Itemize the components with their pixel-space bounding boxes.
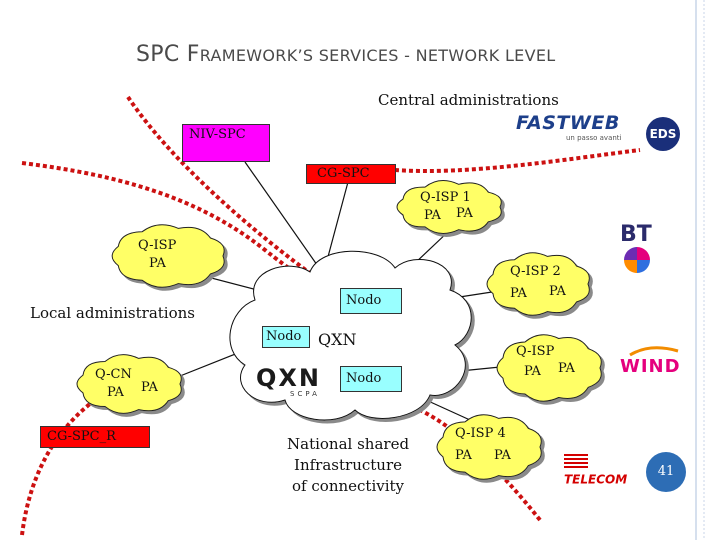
telecom-stripes-icon [564, 453, 588, 468]
qisp1-cloud [396, 180, 502, 234]
central-admin-label: Central administrations [378, 91, 559, 109]
qisp1-pa-2: PA [456, 206, 473, 221]
qxn-label: QXN [318, 330, 357, 349]
link-niv-qxn [244, 161, 323, 273]
national-infra-label: National shared Infrastructure of connec… [287, 434, 409, 497]
dashed-link-4 [20, 388, 112, 536]
qisp1-name: Q-ISP 1 [420, 190, 471, 205]
dashed-link-1 [126, 95, 324, 284]
fastweb-logo: FASTWEB un passo avanti [516, 112, 626, 152]
wind-logo: WIND [620, 345, 688, 379]
qcn-cloud [76, 354, 182, 414]
qisp2-pa-1: PA [510, 286, 527, 301]
wind-logo-text: WIND [620, 356, 681, 377]
qcn-name: Q-CN [95, 367, 132, 382]
eds-logo: EDS [646, 117, 680, 151]
bt-logo: BT [620, 222, 686, 273]
qisp4-pa-2: PA [494, 448, 511, 463]
cg-spc-r-label: CG-SPC_R [47, 429, 116, 444]
qxn-cloud [229, 250, 472, 421]
qisp2-name: Q-ISP 2 [510, 264, 561, 279]
qxn-node-1-label: Nodo [266, 329, 302, 344]
qxn-logo-sub: SCPA [290, 390, 320, 398]
dashed-link-5 [419, 408, 542, 522]
fastweb-logo-sub: un passo avanti [566, 134, 622, 142]
local-admin-label: Local administrations [30, 304, 195, 322]
qisp2-pa-2: PA [549, 284, 566, 299]
qisp2-cloud [486, 252, 590, 316]
qisp-left-pa: PA [149, 256, 166, 271]
national-line-3: of connectivity [292, 477, 405, 495]
link-cg-qxn [324, 181, 349, 269]
qisp4-pa-1: PA [455, 448, 472, 463]
niv-spc-box: NIV-SPC [182, 124, 270, 162]
qisp-right-cloud [496, 334, 602, 402]
qxn-node-2: Nodo [340, 288, 402, 314]
qisp4-cloud [436, 414, 542, 480]
bt-globe-icon [624, 247, 650, 273]
national-line-2: Infrastructure [294, 456, 402, 474]
qcn-pa-1: PA [107, 385, 124, 400]
qxn-node-3: Nodo [340, 366, 402, 392]
qxn-logo-text: QXN [256, 364, 321, 392]
page-title: SPC FRAMEWORK’S SERVICES - NETWORK LEVEL [136, 42, 556, 67]
qisp-right-pa-2: PA [558, 361, 575, 376]
wind-swoosh-icon [629, 346, 679, 357]
cg-spc-r-box: CG-SPC_R [40, 426, 150, 448]
qisp-left-name: Q-ISP [138, 238, 177, 253]
qxn-node-1: Nodo [262, 326, 310, 348]
telecom-logo: TELECOM [564, 450, 654, 487]
qisp-right-name: Q-ISP [516, 344, 555, 359]
qcn-pa-2: PA [141, 380, 158, 395]
qisp-left-cloud [111, 224, 225, 288]
qxn-logo: QXN SCPA [256, 366, 326, 402]
cg-spc-box: CG-SPC [306, 164, 396, 184]
bt-logo-text: BT [620, 222, 652, 247]
niv-spc-label: NIV-SPC [189, 127, 246, 142]
qisp-right-pa-1: PA [524, 364, 541, 379]
page-number-badge: 41 [646, 452, 686, 492]
qxn-node-3-label: Nodo [346, 371, 382, 386]
qxn-node-2-label: Nodo [346, 293, 382, 308]
qisp4-name: Q-ISP 4 [455, 426, 506, 441]
telecom-logo-text: TELECOM [564, 472, 628, 487]
cg-spc-label: CG-SPC [317, 166, 370, 181]
fastweb-logo-text: FASTWEB [516, 112, 620, 134]
qisp1-pa-1: PA [424, 208, 441, 223]
dashed-link-3 [394, 148, 641, 173]
national-line-1: National shared [287, 435, 410, 453]
